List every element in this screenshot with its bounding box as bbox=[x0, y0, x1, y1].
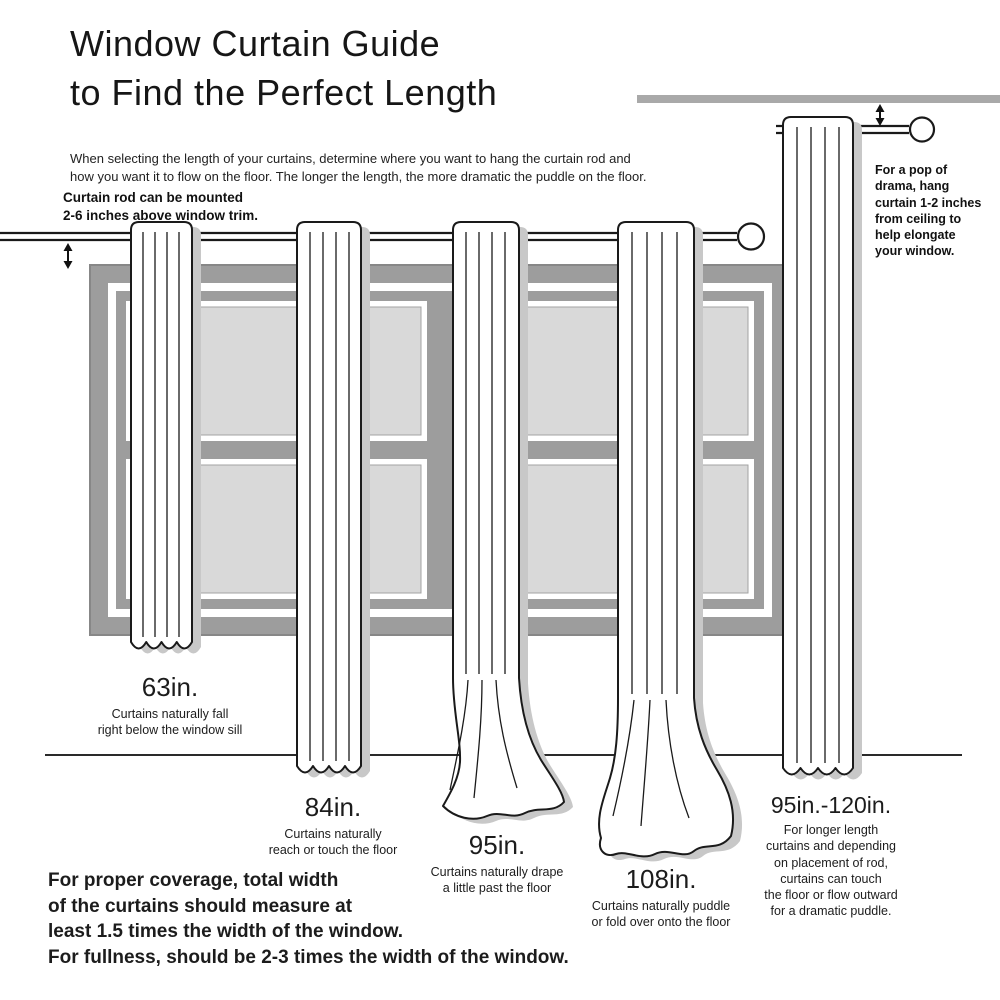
length-label: 84in. bbox=[304, 792, 362, 822]
curtain-84 bbox=[296, 221, 370, 778]
length-block-95-120: 95in.-120in. For longer length curtains … bbox=[742, 792, 920, 920]
coverage-note: For proper coverage, total width of the … bbox=[48, 870, 569, 968]
ceiling-drama-note: For a pop of drama, hang curtain 1-2 inc… bbox=[875, 163, 982, 259]
length-description: Curtains naturally drape a little past t… bbox=[430, 865, 564, 896]
length-block-95: 95in. Curtains naturally drape a little … bbox=[397, 830, 597, 897]
length-block-84: 84in. Curtains naturally reach or touch … bbox=[233, 792, 433, 859]
length-label: 63in. bbox=[141, 672, 199, 702]
intro-text: When selecting the length of your curtai… bbox=[70, 151, 647, 185]
length-description: For longer length curtains and depending… bbox=[764, 823, 898, 919]
curtain-95-120 bbox=[782, 116, 862, 780]
length-description: Curtains naturally fall right below the … bbox=[97, 707, 243, 738]
length-label: 108in. bbox=[625, 864, 697, 894]
length-description: Curtains naturally reach or touch the fl… bbox=[268, 827, 398, 858]
curtain-63 bbox=[130, 221, 201, 654]
length-label: 95in.-120in. bbox=[770, 792, 892, 818]
length-description: Curtains naturally puddle or fold over o… bbox=[591, 899, 731, 930]
page-title: Window Curtain Guide to Find the Perfect… bbox=[70, 23, 498, 113]
length-block-108: 108in. Curtains naturally puddle or fold… bbox=[561, 864, 761, 931]
curtain-108 bbox=[598, 221, 743, 862]
curtain-95 bbox=[442, 221, 573, 824]
length-label: 95in. bbox=[468, 830, 526, 860]
rod-gap-arrow bbox=[63, 243, 73, 269]
rod-finial bbox=[736, 222, 766, 251]
ceiling-line bbox=[637, 95, 1000, 103]
window-mullion-horizontal bbox=[126, 441, 754, 459]
length-block-63: 63in. Curtains naturally fall right belo… bbox=[70, 672, 270, 739]
rod-finial bbox=[908, 116, 936, 143]
rod-mount-note: Curtain rod can be mounted 2-6 inches ab… bbox=[63, 190, 259, 224]
ceiling-gap-arrow bbox=[875, 104, 885, 126]
